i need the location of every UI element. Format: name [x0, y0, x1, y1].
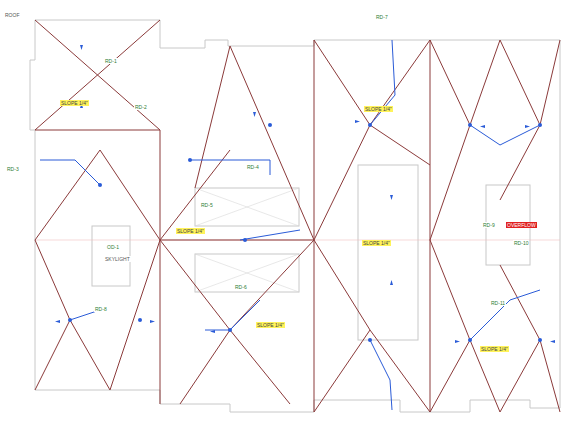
drain-label: SKYLIGHT [104, 256, 131, 262]
drain-label: RD-6 [234, 284, 248, 290]
drain-label: RD-9 [482, 222, 496, 228]
slope-note: SLOPE 1/4" [364, 106, 393, 112]
drain-label: RD-4 [246, 164, 260, 170]
drain-label: RD-10 [513, 240, 529, 246]
skylight [92, 226, 130, 286]
flat-area [358, 165, 418, 340]
hip-lines [35, 20, 560, 412]
slope-arrows [55, 45, 555, 343]
slope-note: SLOPE 1/4" [60, 100, 89, 106]
drain-label: RD-11 [490, 300, 506, 306]
drain-label: RD-2 [134, 104, 148, 110]
warning-tag: OVERFLOW [506, 222, 537, 228]
drain-label: RD-8 [94, 306, 108, 312]
drain-label: RD-7 [375, 14, 389, 20]
slope-note: SLOPE 1/4" [256, 322, 285, 328]
drain-label: OD-1 [106, 244, 120, 250]
drain-label: RD-5 [200, 202, 214, 208]
slope-note: SLOPE 1/4" [176, 228, 205, 234]
slope-note: SLOPE 1/4" [362, 240, 391, 246]
drain-label: ROOF [4, 12, 20, 18]
drain-label: RD-1 [104, 58, 118, 64]
opening [195, 188, 299, 226]
drain-label: RD-3 [6, 166, 20, 172]
roof-outline [30, 20, 560, 412]
drain-pipes [40, 40, 540, 410]
slope-note: SLOPE 1/4" [480, 346, 509, 352]
